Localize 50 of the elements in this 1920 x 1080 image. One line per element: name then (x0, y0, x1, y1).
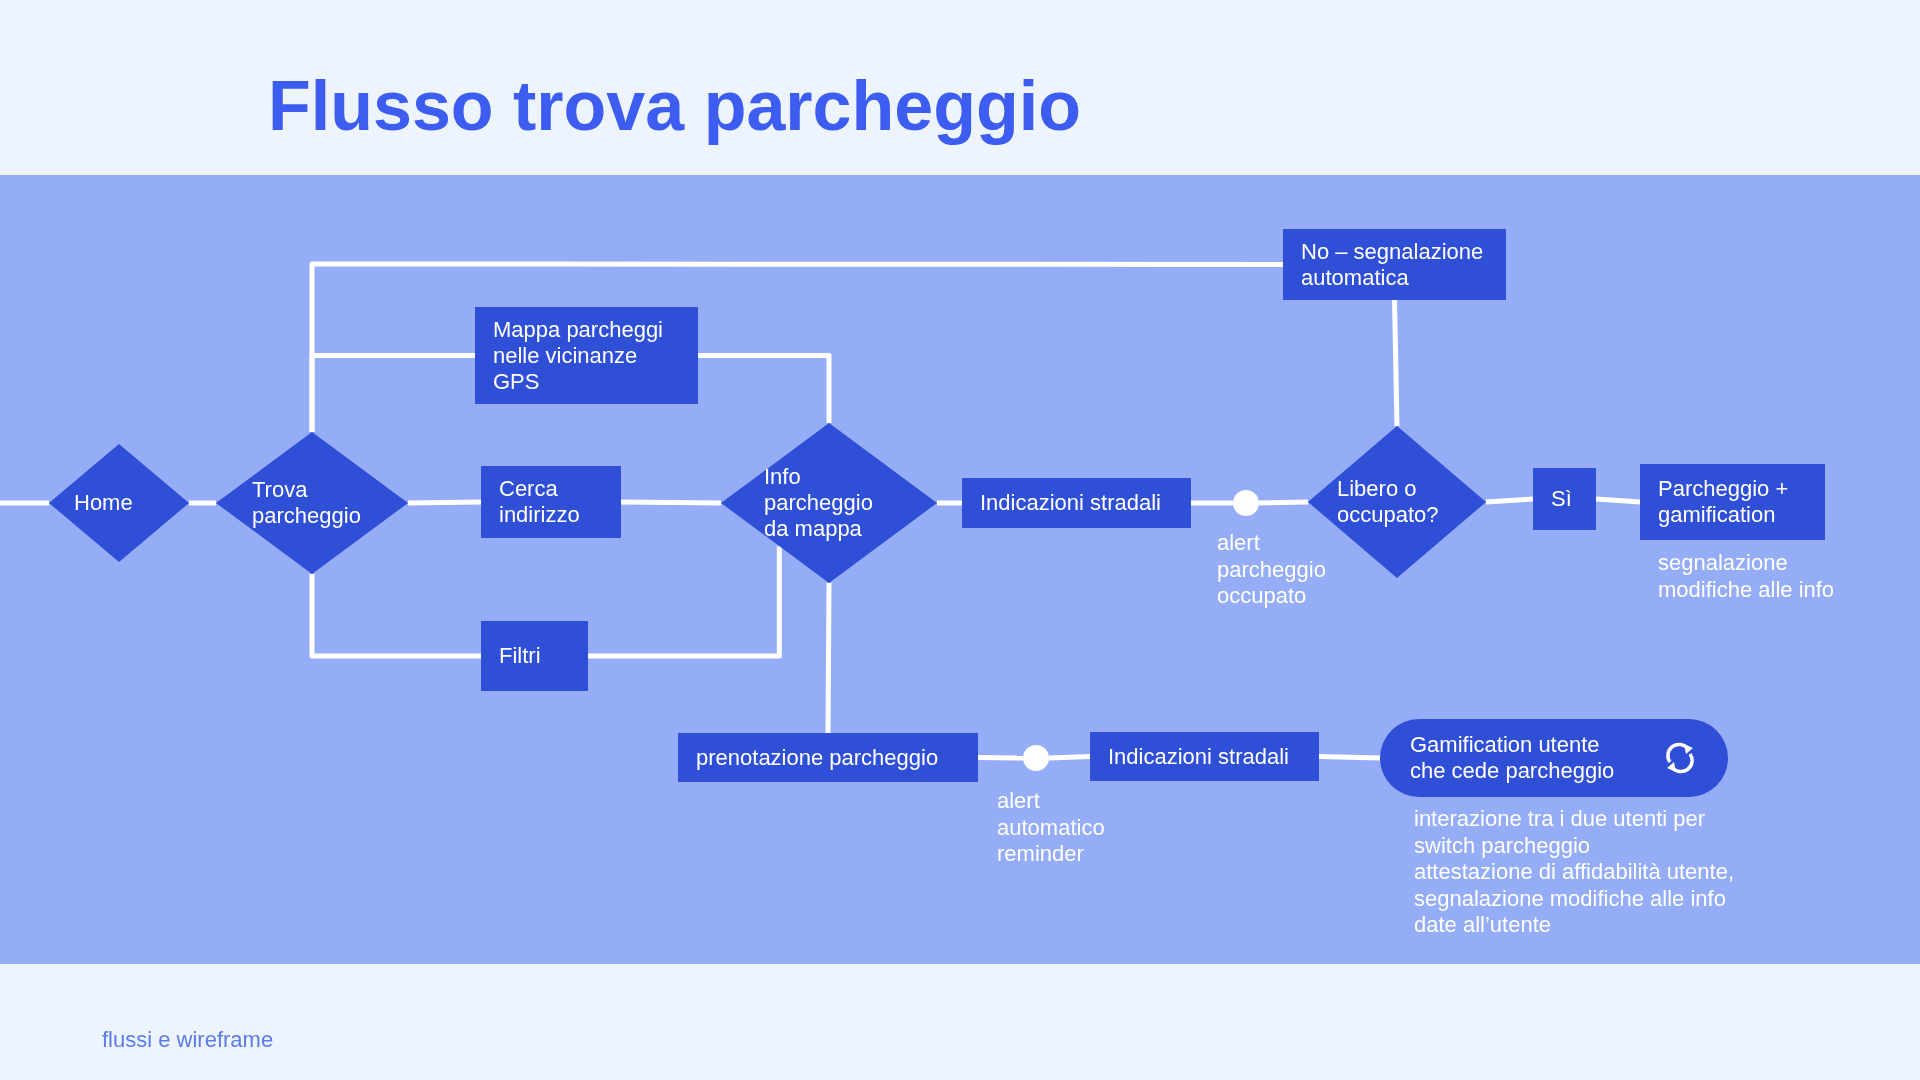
connector-line (698, 353, 832, 423)
side-note: attestazione di affidabilità utente, segnalazione modifiche alle info date all’utente (1414, 859, 1736, 939)
process-box (1090, 732, 1319, 781)
connector-line (1595, 496, 1641, 505)
connector-line (1485, 496, 1534, 505)
connector-line (407, 499, 482, 506)
node-text: Home (74, 490, 134, 516)
process-box (1283, 229, 1506, 300)
connector-line (977, 755, 1024, 761)
node-text: Filtri (499, 643, 541, 669)
connector-line (1392, 299, 1400, 427)
node-text: Libero o occupato? (1337, 476, 1440, 528)
side-note: segnalazione modifiche alle info (1658, 550, 1836, 603)
process-box (1533, 468, 1596, 530)
node-text: No – segnalazione automatica (1301, 238, 1485, 291)
process-box (1640, 464, 1825, 540)
connector-line (309, 574, 481, 659)
connector-line (937, 500, 962, 506)
footer-text: flussi e wireframe (102, 1027, 274, 1053)
connector-line (189, 500, 216, 506)
process-box (475, 307, 698, 404)
node-text: Info parcheggio da mappa (764, 464, 874, 542)
connector-line (309, 261, 1283, 432)
process-box (678, 733, 978, 782)
title: Flusso trova parcheggio (268, 66, 1081, 146)
connector-line (588, 546, 782, 659)
connector-line (1318, 754, 1381, 761)
node-text: Indicazioni stradali (980, 490, 1161, 516)
node-text: Gamification utente che cede parcheggio (1410, 732, 1616, 784)
decision-diamond (721, 423, 937, 583)
connector-line (825, 583, 832, 733)
decision-diamond (216, 432, 408, 574)
node-text: Parcheggio + gamification (1658, 476, 1790, 528)
connector-line (620, 499, 722, 506)
connector-line (1258, 499, 1309, 506)
process-box (481, 466, 621, 538)
process-box (962, 478, 1191, 528)
node-text: Sì (1551, 486, 1572, 512)
side-note: alert automatico reminder (997, 788, 1106, 868)
node-text: Trova parcheggio (252, 477, 362, 529)
process-box (481, 621, 588, 691)
node-text: Mappa parcheggi nelle vicinanze GPS (493, 316, 664, 395)
node-text: prenotazione parcheggio (696, 744, 939, 771)
connector-line (1048, 754, 1091, 761)
node-text: Cerca indirizzo (499, 476, 581, 528)
connector-line (1191, 500, 1233, 506)
node-text: Indicazioni stradali (1108, 743, 1289, 770)
note-text: alert parcheggio occupato (1217, 530, 1327, 610)
decision-diamond (49, 444, 189, 562)
connector-line (0, 500, 49, 506)
